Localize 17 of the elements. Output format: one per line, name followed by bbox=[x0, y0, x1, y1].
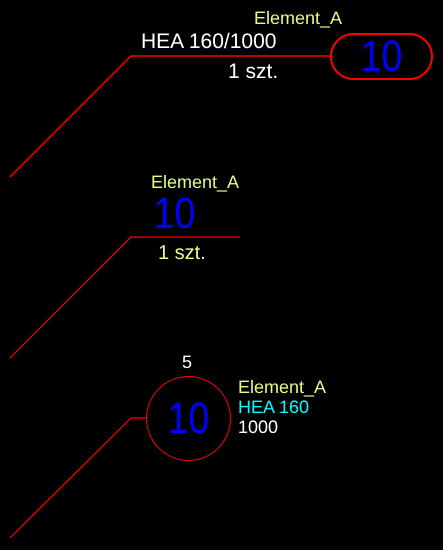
leader-line bbox=[10, 236, 240, 358]
annotation-text: HEA 160/1000 bbox=[141, 31, 276, 52]
leader-line bbox=[9, 55, 330, 178]
annotation-text: Element_A bbox=[238, 378, 326, 396]
position-number: 10 bbox=[153, 192, 195, 236]
annotation-text: 1 szt. bbox=[158, 243, 206, 263]
position-number: 10 bbox=[168, 396, 210, 440]
leader-line bbox=[10, 417, 146, 538]
annotation-text: 1 szt. bbox=[228, 61, 278, 82]
position-bubble bbox=[330, 33, 433, 80]
annotation-text: Element_A bbox=[254, 9, 342, 27]
position-circle bbox=[146, 376, 231, 461]
annotation-text: 1000 bbox=[238, 418, 278, 436]
annotation-text: HEA 160 bbox=[238, 398, 310, 416]
position-number: 10 bbox=[360, 34, 402, 78]
annotation-text: 5 bbox=[182, 353, 192, 371]
annotation-text: Element_A bbox=[151, 173, 240, 191]
